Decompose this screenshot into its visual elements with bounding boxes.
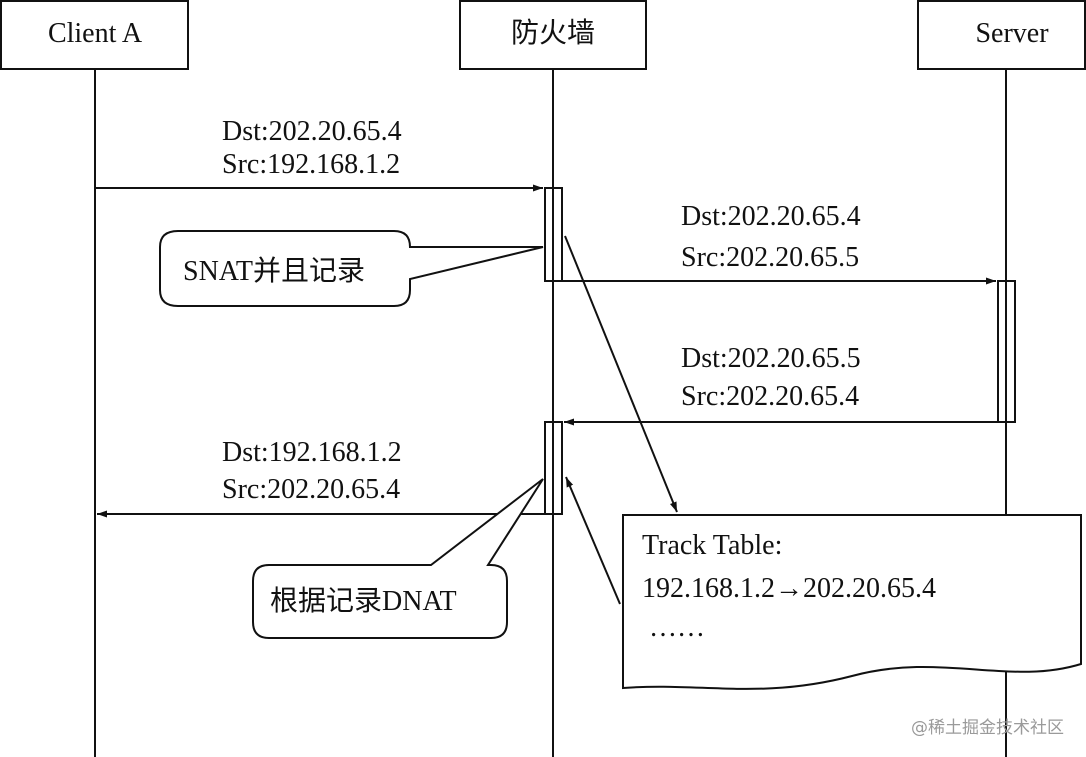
track-table-entry: 192.168.1.2→202.20.65.4 (642, 573, 936, 604)
message-1-src: Src:192.168.1.2 (222, 149, 400, 180)
participant-firewall-label: 防火墙 (511, 17, 595, 49)
activation-firewall-2 (544, 421, 563, 515)
track-table: Track Table: 192.168.1.2→202.20.65.4 …… (622, 514, 1082, 690)
activation-firewall-1 (544, 187, 563, 282)
callout-snat: SNAT并且记录 (159, 230, 544, 307)
track-table-title: Track Table: (642, 530, 782, 561)
message-3-dst: Dst:202.20.65.5 (681, 343, 861, 374)
activation-server (997, 280, 1016, 423)
message-3-src: Src:202.20.65.4 (681, 381, 859, 412)
participant-server: Server (917, 0, 1086, 70)
participant-client: Client A (0, 0, 189, 70)
message-4-src: Src:202.20.65.4 (222, 474, 400, 505)
callout-dnat: 根据记录DNAT (252, 478, 544, 639)
message-2-src: Src:202.20.65.5 (681, 242, 859, 273)
record-arrow (564, 235, 678, 513)
callout-snat-label: SNAT并且记录 (183, 255, 365, 287)
message-2-dst: Dst:202.20.65.4 (681, 201, 861, 232)
callout-dnat-label: 根据记录DNAT (270, 585, 457, 617)
message-4-dst: Dst:192.168.1.2 (222, 437, 402, 468)
participant-client-label: Client A (48, 18, 143, 49)
participant-server-label: Server (975, 18, 1049, 49)
track-table-ellipsis: …… (649, 612, 705, 643)
message-1-dst: Dst:202.20.65.4 (222, 116, 402, 147)
watermark: @稀土掘金技术社区 (911, 718, 1064, 738)
lookup-arrow (565, 476, 621, 605)
participant-firewall: 防火墙 (459, 0, 647, 70)
